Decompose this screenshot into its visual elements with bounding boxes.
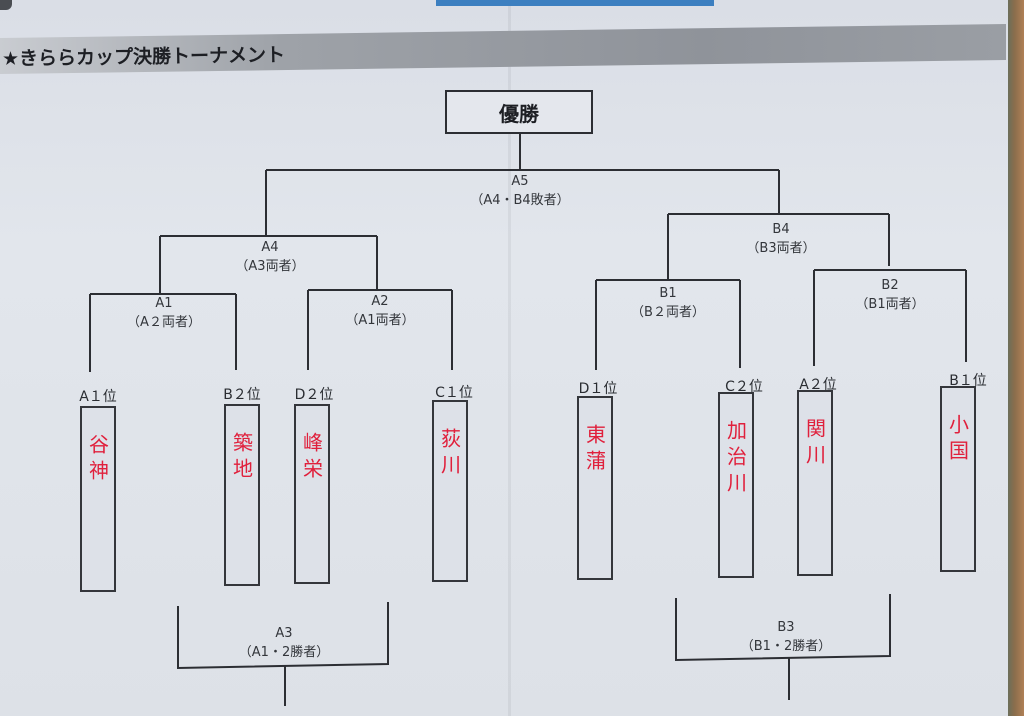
match-b4-code: B4 <box>772 222 790 237</box>
match-a1-code: A1 <box>155 296 173 311</box>
match-b2-desc: （B1両者） <box>855 297 925 312</box>
paper-fold <box>508 0 511 716</box>
match-a4-label: A4 （A3両者） <box>235 240 304 274</box>
team-name: 荻川 <box>437 428 462 480</box>
match-b3-code: B3 <box>777 620 795 635</box>
match-a2-code: A2 <box>371 294 389 309</box>
match-b1-desc: （B２両者） <box>631 305 705 320</box>
team-rank: A１位 <box>79 389 117 405</box>
wall-edge <box>1008 0 1024 716</box>
team-name: 小国 <box>945 414 970 466</box>
match-a5-code: A5 <box>511 174 529 189</box>
team-box: 築地 <box>224 404 260 586</box>
team-rank: D１位 <box>578 381 618 397</box>
line-a3-bracket <box>177 602 389 670</box>
match-b1-code: B1 <box>659 286 677 301</box>
match-a2-desc: （A1両者） <box>345 313 415 328</box>
match-a1-label: A1 （A２両者） <box>127 296 201 330</box>
match-a1-desc: （A２両者） <box>127 315 201 330</box>
team-rank: C１位 <box>435 385 473 401</box>
team-box: 小国 <box>940 386 976 572</box>
team-box: 東蒲 <box>577 396 613 580</box>
team-box: 峰栄 <box>294 404 330 584</box>
match-b2-code: B2 <box>881 278 899 293</box>
match-a5-label: A5 （A4・B4敗者） <box>470 174 569 208</box>
team-rank: D２位 <box>294 387 334 403</box>
team-box: 関川 <box>797 390 833 576</box>
team-rank: B１位 <box>949 373 987 389</box>
match-a3-code: A3 <box>275 626 293 641</box>
match-a5-desc: （A4・B4敗者） <box>470 193 570 208</box>
team-box: 加治川 <box>718 392 754 578</box>
match-b4-desc: （B3両者） <box>746 241 816 256</box>
match-b4-label: B4 （B3両者） <box>746 222 815 256</box>
team-name: 加治川 <box>723 420 748 498</box>
team-name: 東蒲 <box>582 424 607 476</box>
team-name: 築地 <box>229 432 254 484</box>
team-name: 谷神 <box>85 434 110 486</box>
match-b3-desc: （B1・2勝者） <box>740 639 832 654</box>
winner-label: 優勝 <box>499 101 539 126</box>
team-rank: B２位 <box>223 387 261 403</box>
top-blue-strip <box>436 0 714 6</box>
match-a3-label: A3 （A1・2勝者） <box>239 626 329 660</box>
team-box: 荻川 <box>432 400 468 582</box>
match-b3-label: B3 （B1・2勝者） <box>741 620 831 654</box>
match-a3-desc: （A1・2勝者） <box>238 645 330 660</box>
team-rank: C２位 <box>725 379 763 395</box>
match-a4-desc: （A3両者） <box>235 259 305 274</box>
team-name: 峰栄 <box>299 432 324 484</box>
line-b3-bracket <box>675 594 891 662</box>
winner-box: 優勝 <box>445 90 593 134</box>
match-a4-code: A4 <box>261 240 279 255</box>
team-box: 谷神 <box>80 406 116 592</box>
team-name: 関川 <box>802 418 827 470</box>
match-a2-label: A2 （A1両者） <box>345 294 414 328</box>
team-rank: A２位 <box>799 377 837 393</box>
match-b1-label: B1 （B２両者） <box>631 286 705 320</box>
match-b2-label: B2 （B1両者） <box>855 278 924 312</box>
corner-mark <box>0 0 12 10</box>
